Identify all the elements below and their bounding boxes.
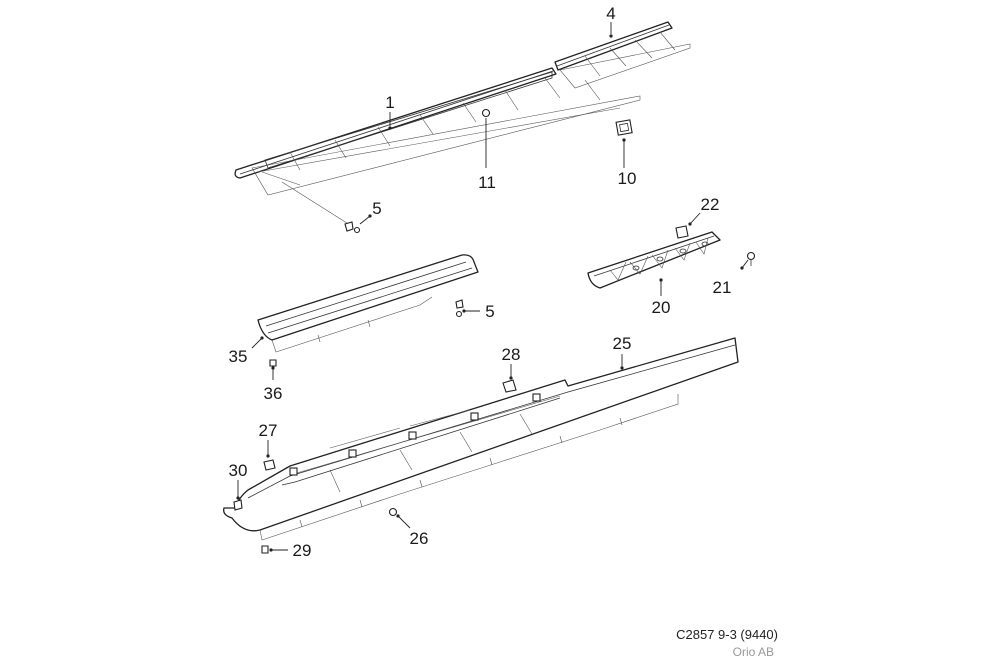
- callout-20: 20: [652, 298, 671, 317]
- part-26-fastener: [388, 507, 398, 517]
- copyright-owner: Orio AB: [732, 645, 774, 659]
- part-5-fastener-upper: [344, 221, 361, 234]
- part-28-clip: [502, 379, 517, 393]
- part-1-sill-trim: [234, 67, 641, 226]
- callout-26: 26: [410, 529, 429, 548]
- part-10-grommet: [615, 119, 633, 136]
- part-4-rear-trim: [554, 21, 691, 89]
- part-5-fastener-lower: [455, 299, 464, 318]
- part-20-bracket: [587, 231, 721, 289]
- part-30-clip: [233, 499, 243, 511]
- callout-4: 4: [606, 4, 615, 23]
- callout-1: 1: [385, 93, 394, 112]
- callout-35: 35: [229, 347, 248, 366]
- callout-22: 22: [701, 195, 720, 214]
- part-29-fastener: [261, 545, 269, 554]
- callout-25: 25: [613, 334, 632, 353]
- part-25-sill-panel: [223, 337, 739, 541]
- callout-5-lower: 5: [485, 302, 494, 321]
- callout-11: 11: [478, 173, 496, 192]
- part-22-clip: [675, 225, 689, 239]
- callout-28: 28: [502, 345, 521, 364]
- callout-36: 36: [264, 384, 283, 403]
- part-27-clip: [263, 459, 276, 471]
- callout-27: 27: [259, 421, 278, 440]
- part-35-sill-cover: [257, 254, 479, 353]
- leader-lines: [236, 22, 749, 552]
- callout-30: 30: [229, 461, 248, 480]
- part-21-screw: [746, 251, 756, 266]
- callout-21: 21: [713, 278, 732, 297]
- callout-29: 29: [293, 541, 312, 560]
- diagram-reference-code: C2857 9-3 (9440): [676, 627, 778, 642]
- callout-10: 10: [618, 169, 637, 188]
- callout-5-upper: 5: [372, 199, 381, 218]
- part-36-fastener: [269, 359, 277, 367]
- callout-numbers: 1 4 5 5 10 11 20 21 22 25 26 27 28 29 30…: [229, 4, 732, 560]
- part-11-clip: [481, 108, 491, 118]
